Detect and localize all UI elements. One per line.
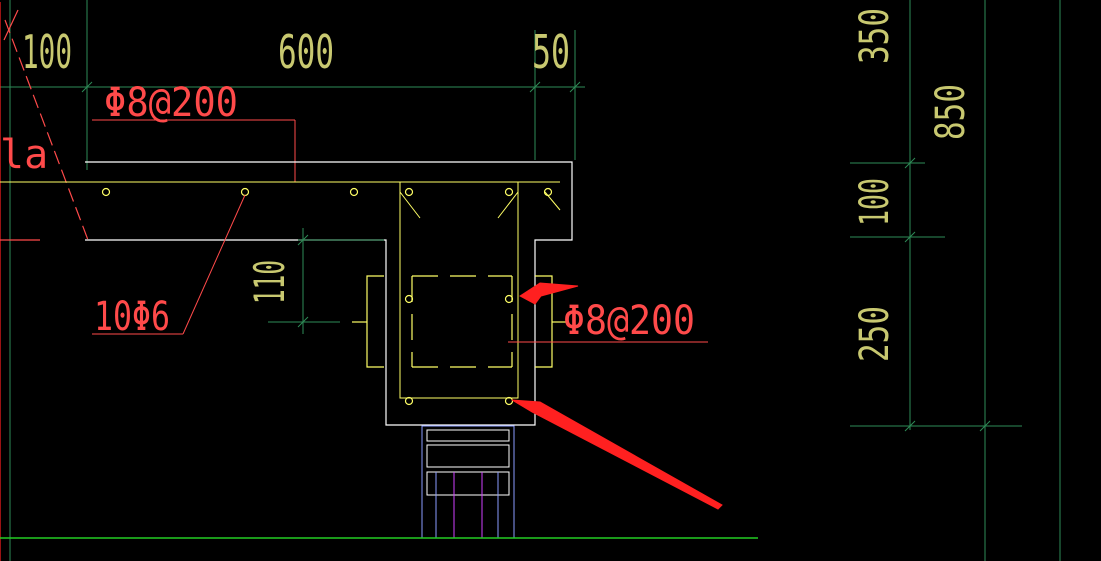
rebar-dot [404,396,414,406]
partial-label-la: la [0,132,48,178]
rebar-dot [504,396,514,406]
rebar-dot [349,187,359,197]
rebar-dots [101,187,553,406]
slab-edge-yellow [0,181,561,399]
beam-dimension-label: 110 [245,260,294,304]
rebar-dot [504,187,514,197]
side-dimension-350: 350 [852,8,898,64]
top-dimension-middle: 600 [278,25,334,79]
stirrup-lines [352,275,566,368]
arrow-lower [511,399,723,510]
side-dimension-250: 250 [852,306,898,362]
bottom-rebar-label: 10Φ6 [94,294,170,340]
right-dimension-chain [850,0,1061,561]
top-dimension-chain [0,0,585,561]
top-dimension-left: 100 [22,25,72,79]
arrow-upper [519,282,579,305]
side-dimension-850: 850 [928,84,974,140]
bottom-rebar-leader [92,194,246,335]
rebar-dot [404,187,414,197]
column-below-beam [421,425,515,539]
slab-rebar-leader [92,119,296,182]
red-arrows [511,282,723,510]
stirrup-label: Φ8@200 [563,298,695,344]
rebar-dot [101,187,111,197]
side-dimension-100: 100 [852,178,898,226]
beam-dimension-110 [268,228,384,334]
top-dimension-right: 50 [532,25,570,79]
rebar-dot [543,187,553,197]
slab-rebar-label: Φ8@200 [104,80,238,126]
rebar-dot [240,187,250,197]
concrete-outline [85,161,573,426]
left-red-lines [0,2,89,561]
